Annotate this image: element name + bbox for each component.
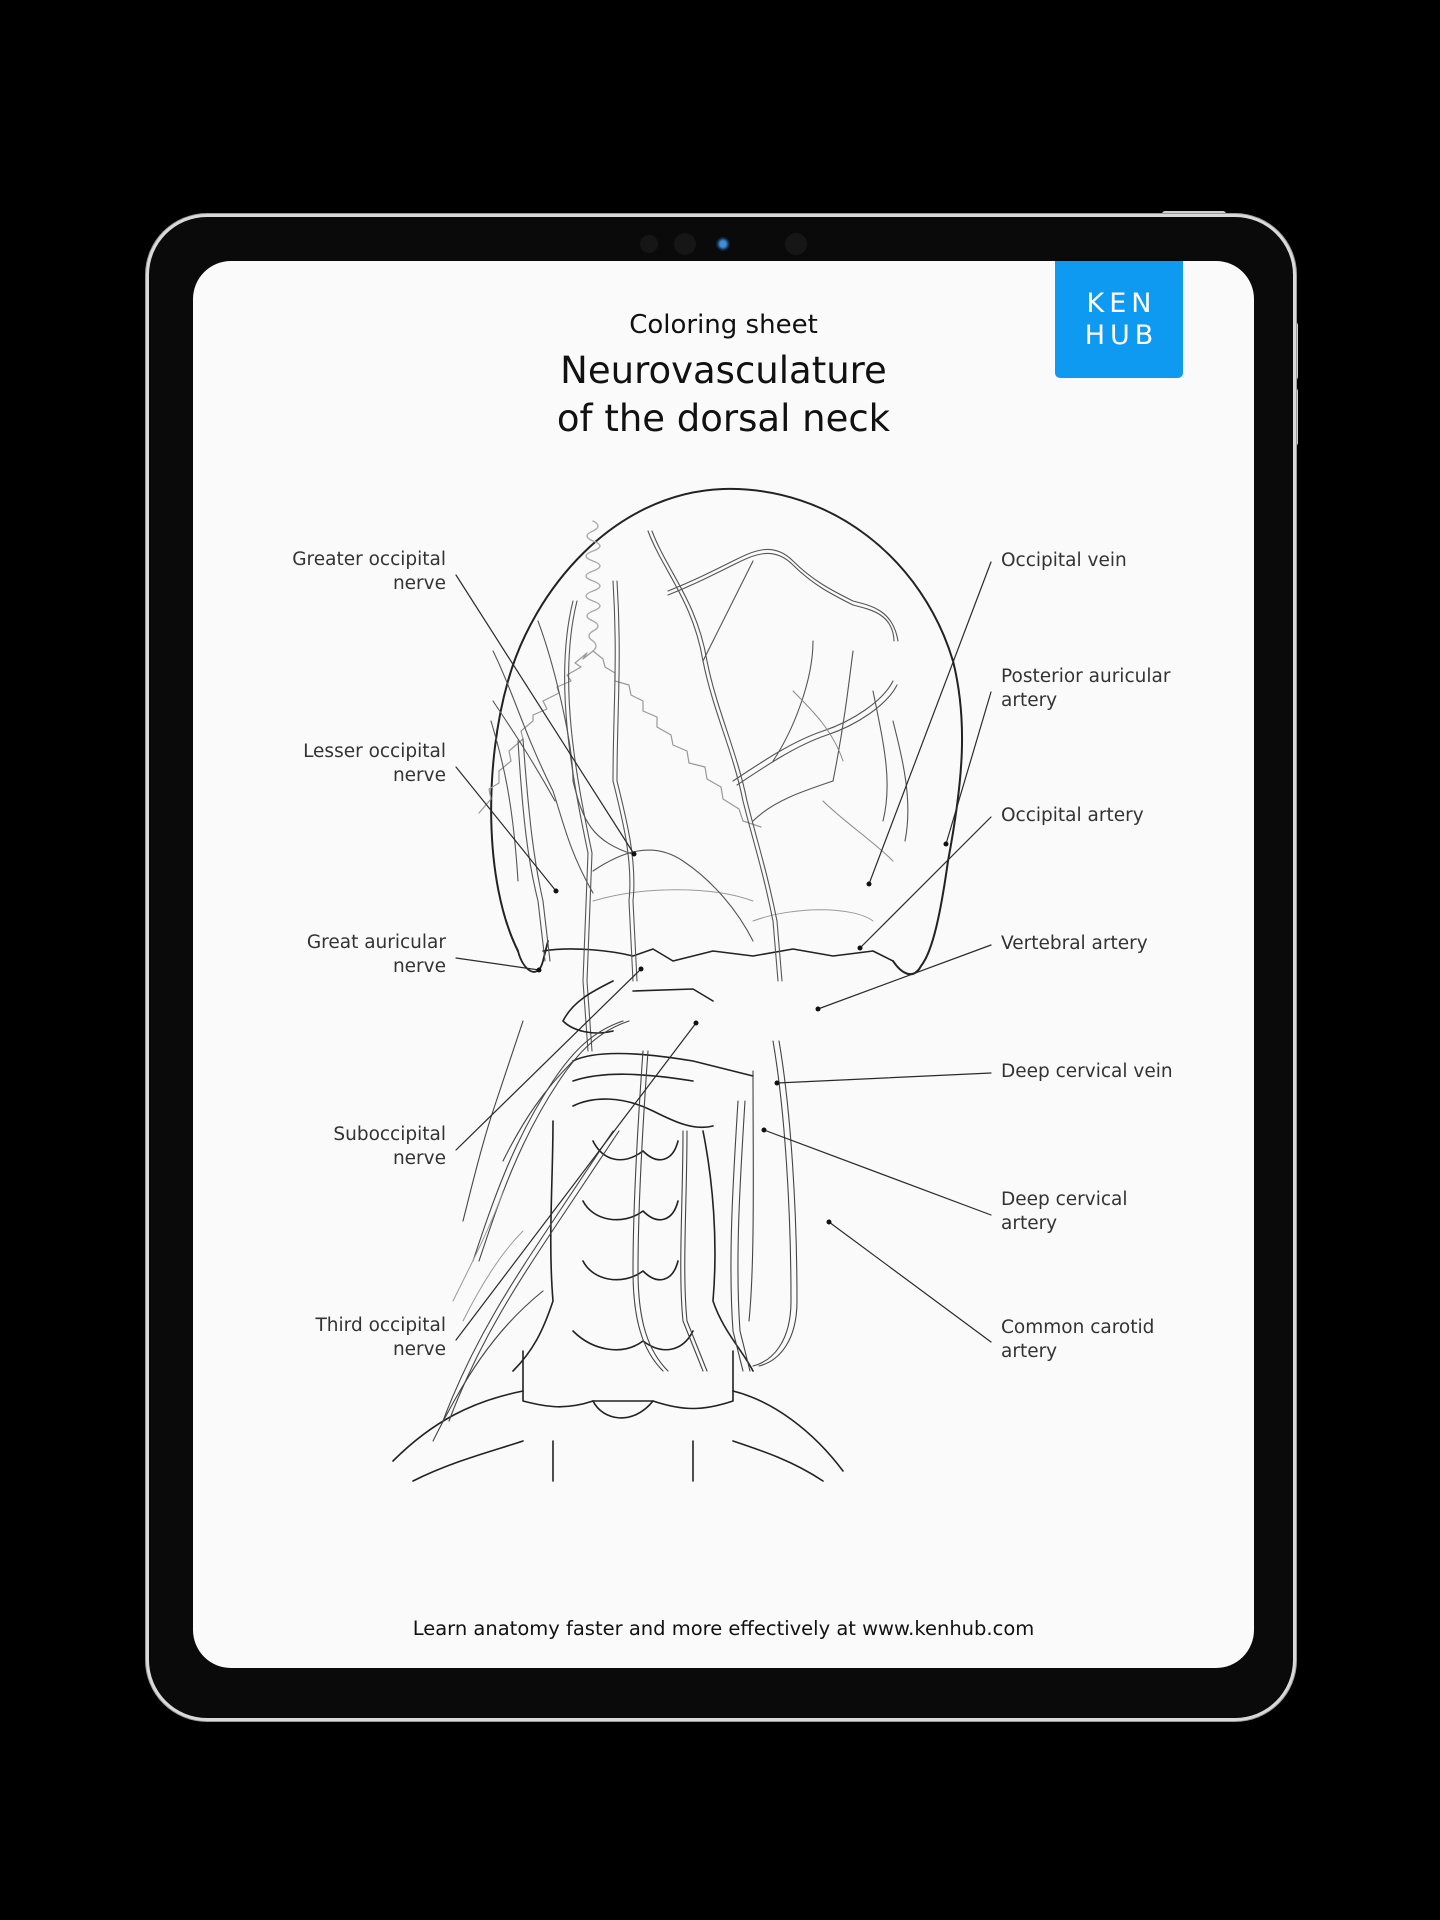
label-occipital-vein: Occipital vein	[1001, 550, 1127, 571]
label-common-carotid-artery: Common carotid artery	[1001, 1317, 1155, 1362]
label-deep-cervical-vein: Deep cervical vein	[1001, 1061, 1173, 1082]
label-deep-cervical-artery: Deep cervical artery	[1001, 1189, 1128, 1234]
sheet-title: Neurovasculature of the dorsal neck	[193, 347, 1254, 443]
label-vertebral-artery: Vertebral artery	[1001, 933, 1148, 954]
front-camera-array	[630, 232, 810, 256]
title-line-1: Neurovasculature	[560, 349, 887, 392]
label-lesser-occipital-nerve: Lesser occipital nerve	[303, 741, 446, 786]
sensor-icon	[640, 235, 658, 253]
label-occipital-artery: Occipital artery	[1001, 805, 1144, 826]
sensor-icon	[674, 233, 696, 255]
coloring-sheet-page: KEN HUB Coloring sheet Neurovasculature …	[193, 261, 1254, 1668]
label-suboccipital-nerve: Suboccipital nerve	[333, 1124, 446, 1169]
leader-lines	[455, 561, 992, 1343]
device-volume-up-button	[1293, 322, 1298, 380]
sensor-icon	[785, 233, 807, 255]
device-volume-down-button	[1293, 388, 1298, 446]
camera-lens-icon	[716, 237, 730, 251]
device-top-button	[1162, 211, 1226, 217]
leader-endpoints	[536, 841, 949, 1225]
kenhub-logo[interactable]: KEN HUB	[1055, 261, 1183, 378]
footer-tagline: Learn anatomy faster and more effectivel…	[412, 1617, 1035, 1640]
sheet-subtitle: Coloring sheet	[629, 310, 818, 340]
title-line-2: of the dorsal neck	[556, 397, 891, 440]
logo-text-hub: HUB	[1084, 319, 1159, 351]
logo-text-ken: KEN	[1086, 287, 1157, 319]
label-great-auricular-nerve: Great auricular nerve	[306, 932, 446, 977]
dorsal-neck-illustration	[392, 487, 992, 1482]
label-posterior-auricular-artery: Posterior auricular artery	[1001, 666, 1171, 711]
label-greater-occipital-nerve: Greater occipital nerve	[292, 549, 446, 594]
skull-outline	[490, 487, 964, 976]
label-third-occipital-nerve: Third occipital nerve	[315, 1315, 447, 1360]
